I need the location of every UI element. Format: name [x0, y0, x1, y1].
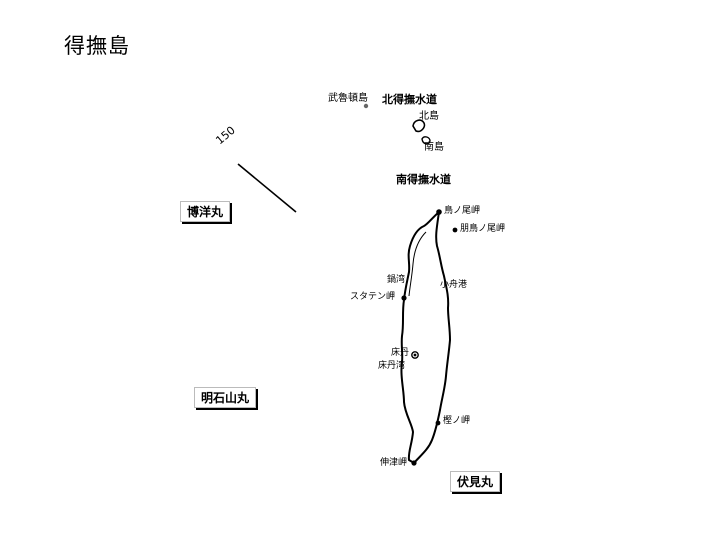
ship-fushimi-maru: 伏見丸 [450, 471, 501, 493]
north-island-shape [412, 119, 426, 133]
cape-staten-dot [401, 295, 407, 301]
cape-asahi-torinoo-dot [452, 227, 458, 233]
cape-torinoo-label: 鳥ノ尾岬 [444, 206, 481, 216]
tokotan-port-center [413, 353, 417, 357]
cape-torinoo-dot [436, 209, 442, 215]
south-island-label: 南島 [424, 142, 444, 153]
cape-kashi-label: 樫ノ岬 [443, 416, 471, 426]
cape-staten-label: スタテン岬 [350, 292, 396, 302]
north-island-label: 北島 [419, 111, 439, 122]
tokotan-bay-label: 床丹湾 [378, 361, 406, 371]
musashi-rock-label: 武魯頓島 [328, 93, 368, 104]
cape-nobitsu-label: 伸津岬 [380, 458, 408, 468]
nabe-bay-label: 鍋湾 [387, 275, 406, 285]
south-island-shape [421, 136, 431, 145]
cape-asahi-torinoo-label: 朋鳥ノ尾岬 [460, 224, 506, 234]
map-title: 得撫島 [64, 34, 130, 58]
north-channel-label: 北得撫水道 [382, 93, 437, 106]
coast-detail [408, 231, 427, 297]
ship-akashiyama-maru: 明石山丸 [194, 387, 257, 409]
tokotan-label: 床丹 [391, 348, 410, 358]
ship-hakuyo-maru: 博洋丸 [180, 201, 231, 223]
isobath-line [237, 163, 297, 213]
musashi-rock-dot [363, 103, 369, 109]
south-channel-label: 南得撫水道 [396, 173, 451, 186]
kofune-port-label: 小舟港 [440, 280, 468, 290]
urup-island-outline [400, 209, 452, 465]
tokotan-port-marker [411, 351, 419, 359]
cape-kashi-dot [435, 420, 441, 426]
cape-nobitsu-dot [411, 460, 417, 466]
